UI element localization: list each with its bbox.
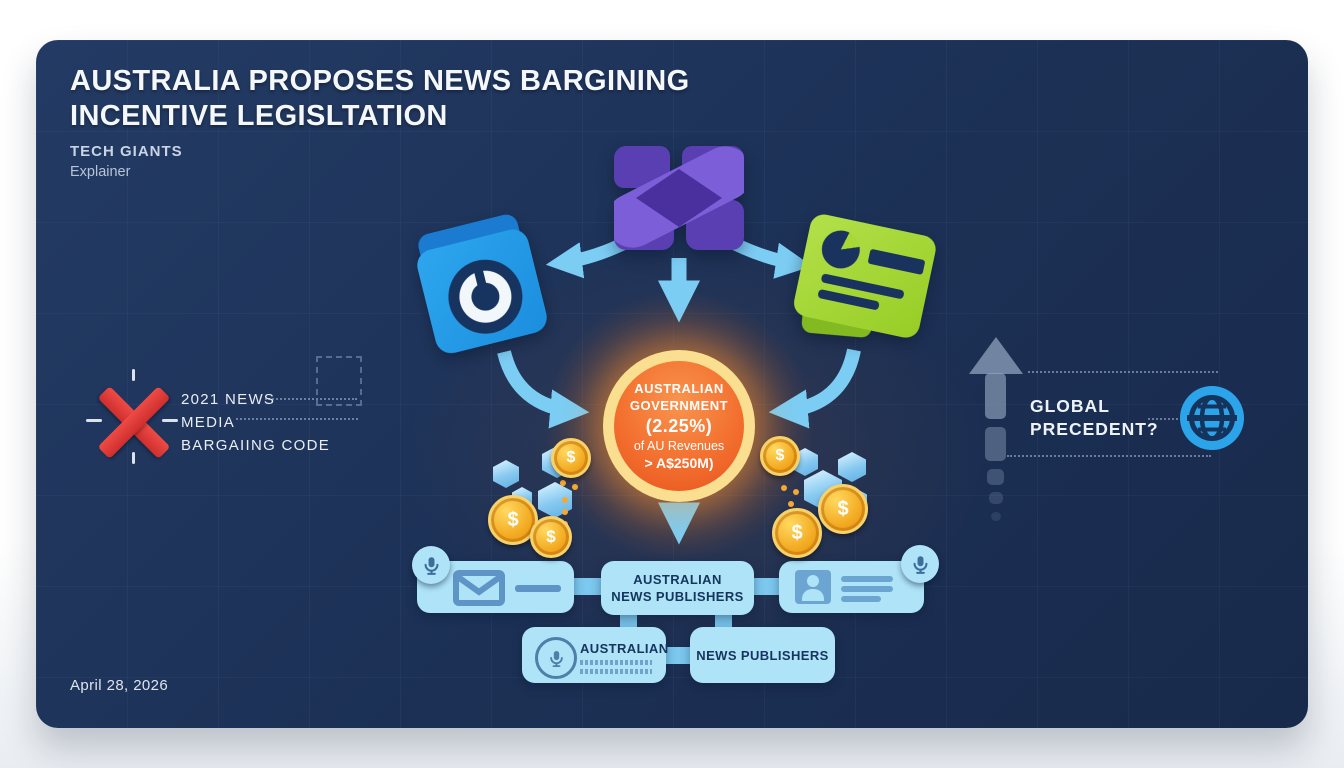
page-title-line-2: INCENTIVE LEGISLTATION xyxy=(70,100,448,132)
dashed-placeholder-box xyxy=(316,356,362,406)
left-callout-line-2: MEDIA xyxy=(181,414,236,431)
gov-line-2: GOVERNMENT xyxy=(629,398,729,413)
microphone-icon xyxy=(547,649,566,668)
microphone-circle-icon xyxy=(535,637,577,679)
right-callout: GLOBAL PRECEDENT? xyxy=(1030,395,1159,441)
storage-box-app-icon xyxy=(614,146,744,250)
dotted-text-bar xyxy=(580,669,652,674)
crosshair-tick-top xyxy=(132,369,135,381)
news-publishers-box-label: NEWS PUBLISHERS xyxy=(696,647,829,663)
dotted-text-bar xyxy=(580,660,652,665)
coin-icon: $ xyxy=(551,438,591,478)
crosshair-tick-left xyxy=(86,419,102,422)
text-bar xyxy=(515,585,561,592)
australian-news-publishers-box: AUSTRALIAN NEWS PUBLISHERS xyxy=(601,561,754,615)
crosshair-tick-right xyxy=(162,419,178,422)
microphone-icon xyxy=(910,554,931,575)
coin-icon: $ xyxy=(488,495,538,545)
text-bar xyxy=(841,586,893,592)
connector xyxy=(715,612,732,629)
connector xyxy=(753,578,780,595)
microphone-icon xyxy=(421,555,442,576)
dotted-guide-line xyxy=(265,398,357,400)
page-title-line-1: AUSTRALIA PROPOSES NEWS BARGINING xyxy=(70,65,690,97)
globe-icon xyxy=(1180,386,1244,450)
connector xyxy=(620,612,637,629)
coin-icon: $ xyxy=(818,484,868,534)
connector xyxy=(574,578,602,595)
date-label: April 28, 2026 xyxy=(70,677,169,694)
left-callout: 2021 NEWS MEDIA BARGAIING CODE xyxy=(181,388,330,457)
gov-threshold: > A$250M) xyxy=(644,455,714,471)
news-publishers-box: NEWS PUBLISHERS xyxy=(690,627,835,683)
dotted-guide-line xyxy=(1028,371,1218,373)
coin-icon: $ xyxy=(530,516,572,558)
government-node: AUSTRALIAN GOVERNMENT (2.25%) of AU Reve… xyxy=(603,350,755,502)
envelope-icon xyxy=(453,570,505,606)
kicker-sublabel: Explainer xyxy=(70,164,131,180)
australian-box-label: AUSTRALIAN xyxy=(580,641,669,656)
kicker-label: TECH GIANTS xyxy=(70,143,183,160)
connector xyxy=(664,647,691,664)
dotted-guide-line xyxy=(1007,455,1211,457)
red-x-icon xyxy=(95,383,173,461)
coin-icon: $ xyxy=(772,508,822,558)
header: AUSTRALIA PROPOSES NEWS BARGINING INCENT… xyxy=(70,64,690,182)
gov-percentage: (2.25%) xyxy=(645,416,713,436)
gov-line-1: AUSTRALIAN xyxy=(634,381,724,396)
dotted-guide-line xyxy=(1148,418,1182,420)
id-card-icon xyxy=(795,570,831,604)
left-callout-line-3: BARGAIING CODE xyxy=(181,437,331,454)
publishers-box-line-2: NEWS PUBLISHERS xyxy=(611,589,744,604)
right-callout-line-1: GLOBAL xyxy=(1030,396,1110,416)
text-bar xyxy=(841,576,893,582)
microphone-badge xyxy=(901,545,939,583)
text-bar xyxy=(841,596,881,602)
left-callout-line-1: 2021 NEWS xyxy=(181,391,276,408)
gov-line-4: of AU Revenues xyxy=(633,439,725,453)
dotted-guide-line xyxy=(236,418,358,420)
media-outlet-box-id-card xyxy=(779,561,924,613)
data-cube-icon xyxy=(838,452,866,482)
publishers-box-line-1: AUSTRALIAN xyxy=(633,572,722,587)
australian-radio-box: AUSTRALIAN xyxy=(522,627,669,683)
coin-icon: $ xyxy=(760,436,800,476)
microphone-badge xyxy=(412,546,450,584)
crosshair-tick-bottom xyxy=(132,452,135,464)
right-callout-line-2: PRECEDENT? xyxy=(1030,419,1159,439)
